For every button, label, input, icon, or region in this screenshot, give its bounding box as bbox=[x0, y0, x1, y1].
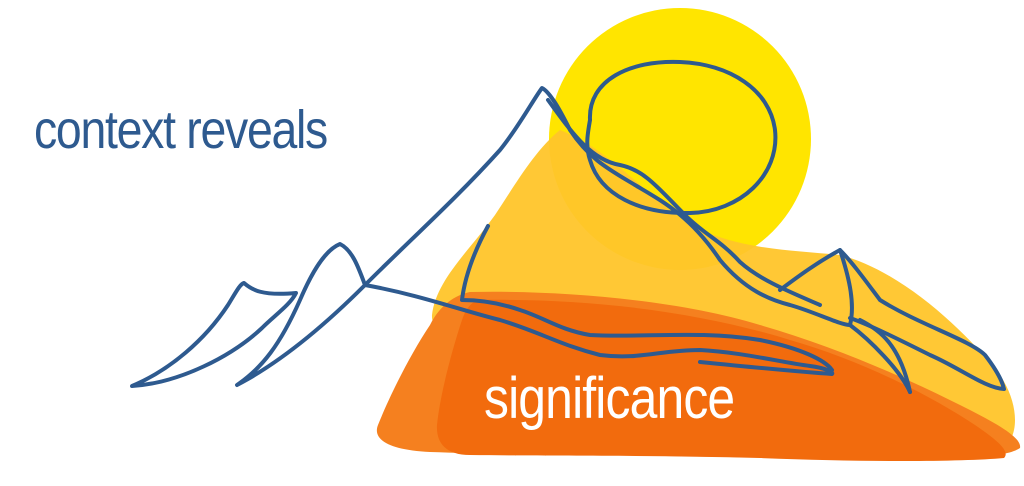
orange-field-shadow bbox=[436, 299, 1006, 461]
headline-text: context reveals bbox=[34, 100, 328, 160]
mountain-range-line-art bbox=[130, 59, 1006, 394]
significance-text: significance bbox=[484, 366, 735, 431]
